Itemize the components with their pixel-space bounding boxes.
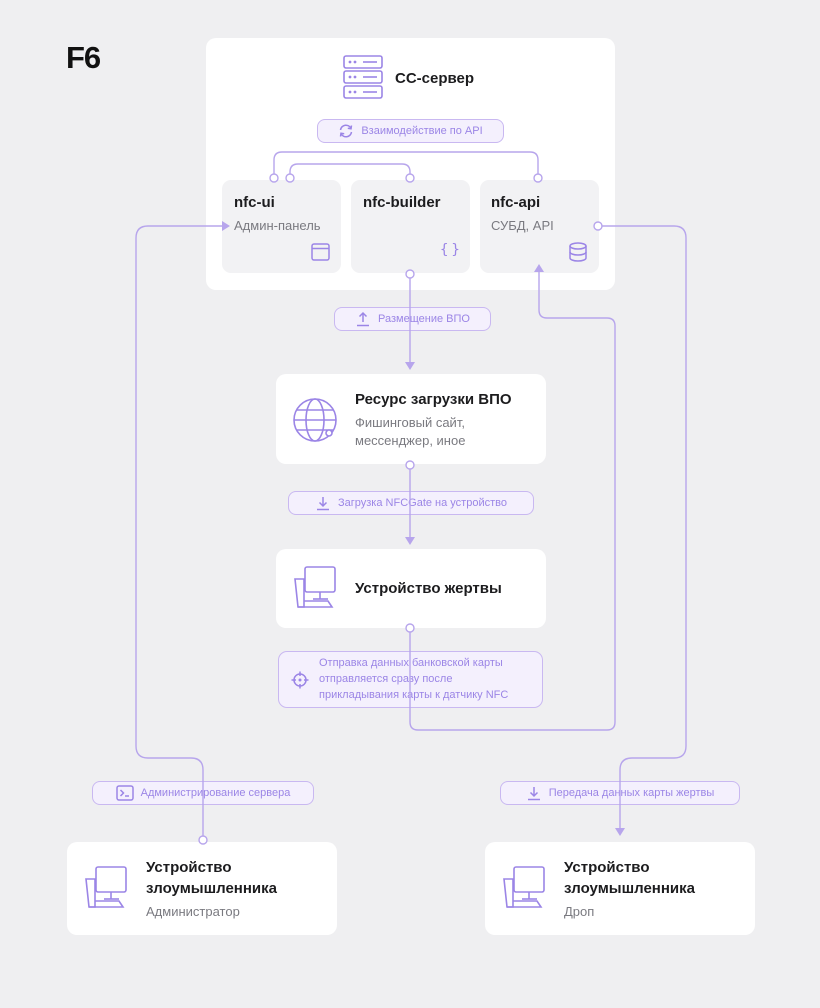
connector-dot [405, 173, 415, 183]
module-nfc-api-desc: СУБД, API [491, 218, 554, 233]
malware-placement-label: Размещение ВПО [334, 307, 491, 331]
globe-icon [293, 398, 337, 442]
card-data-send-line-1: Отправка данных банковской карты [319, 657, 503, 669]
attacker-drop-role: Дроп [564, 904, 595, 919]
arrow-head [405, 537, 415, 545]
malware-resource-desc-2: мессенджер, иное [355, 433, 466, 448]
module-nfc-api [480, 180, 599, 273]
attacker-admin-card [67, 842, 337, 935]
malware-resource-title: Ресурс загрузки ВПО [355, 391, 512, 408]
malware-resource-desc-1: Фишинговый сайт, [355, 415, 465, 430]
arrow-head [615, 828, 625, 836]
devices-icon [294, 566, 336, 608]
victim-to-send-line [409, 272, 616, 731]
card-data-send-line-2: отправляется сразу после [319, 673, 453, 685]
module-nfc-ui-desc: Админ-панель [234, 218, 321, 233]
database-icon [569, 242, 587, 262]
devices-icon [503, 866, 545, 908]
nfcgate-download-label: Загрузка NFCGate на устройство [288, 491, 534, 515]
arrow-head [534, 264, 544, 272]
f6-logo: F6 [66, 40, 101, 75]
module-nfc-ui-name: nfc-ui [234, 194, 275, 211]
attacker-admin-title-2: злоумышленника [146, 880, 277, 897]
api-bus-line-inner [289, 163, 411, 178]
attacker-drop-title-1: Устройство [564, 859, 650, 876]
admin-line [135, 225, 222, 836]
module-nfc-builder-name: nfc-builder [363, 194, 441, 211]
code-braces-icon: {} [440, 242, 463, 258]
malware-placement-text: Размещение ВПО [378, 313, 470, 325]
card-data-send-line-3: прикладывания карты к датчику NFC [319, 689, 509, 701]
connector-dot [533, 173, 543, 183]
drop-line [598, 225, 687, 828]
module-nfc-builder [351, 180, 470, 273]
connector-dot [405, 269, 415, 279]
download-icon [317, 497, 329, 511]
module-nfc-api-name: nfc-api [491, 194, 541, 211]
nfcgate-download-text: Загрузка NFCGate на устройство [338, 497, 507, 509]
crosshair-icon [291, 671, 309, 689]
connector-dot [269, 173, 279, 183]
attacker-admin-role: Администратор [146, 904, 240, 919]
server-icon [343, 55, 383, 99]
browser-window-icon [311, 243, 330, 261]
download-icon [527, 787, 540, 801]
api-bus-line [273, 151, 539, 178]
connector-dot [198, 835, 208, 845]
victim-device-title: Устройство жертвы [355, 580, 502, 597]
attacker-admin-title-1: Устройство [146, 859, 232, 876]
arrow-head [222, 221, 230, 231]
attacker-drop-card [485, 842, 755, 935]
server-admin-text: Администрирование сервера [140, 787, 291, 799]
connector-dot [593, 221, 603, 231]
upload-icon [357, 311, 370, 327]
connector-dot [285, 173, 295, 183]
arrow-head [405, 362, 415, 370]
victim-device-card [276, 549, 546, 628]
devices-icon [85, 866, 127, 908]
card-data-transfer-text: Передача данных карты жертвы [548, 787, 715, 799]
attacker-drop-title-2: злоумышленника [564, 880, 695, 897]
connector-dot [405, 623, 415, 633]
api-interaction-label: Взаимодействие по API [317, 119, 504, 143]
sync-icon [340, 124, 353, 138]
terminal-icon [115, 785, 134, 801]
malware-resource-card [276, 374, 546, 464]
cc-server-title: CC-сервер [395, 70, 475, 87]
connector-dot [405, 460, 415, 470]
module-nfc-ui [222, 180, 341, 273]
api-interaction-text: Взаимодействие по API [361, 125, 483, 137]
